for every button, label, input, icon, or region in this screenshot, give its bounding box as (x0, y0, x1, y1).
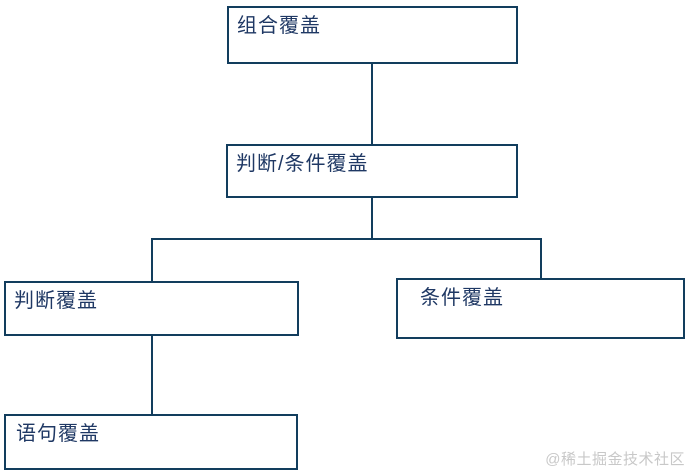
connector-branch-to-decision (151, 238, 153, 281)
watermark-text: @稀土掘金技术社区 (545, 451, 685, 468)
node-condition-coverage-label: 条件覆盖 (420, 287, 504, 309)
node-statement-coverage-label: 语句覆盖 (16, 423, 100, 445)
connector-decision-to-statement (151, 336, 153, 414)
node-condition-coverage: 条件覆盖 (396, 278, 685, 339)
node-decision-coverage: 判断覆盖 (4, 281, 299, 336)
connector-branch-horizontal (151, 238, 542, 240)
node-combination-coverage: 组合覆盖 (227, 6, 518, 64)
node-statement-coverage: 语句覆盖 (4, 414, 298, 470)
node-decision-condition-coverage: 判断/条件覆盖 (226, 144, 518, 198)
node-decision-coverage-label: 判断覆盖 (14, 290, 98, 312)
connector-branch-to-condition (540, 238, 542, 278)
connector-combination-to-decision-condition (371, 64, 373, 144)
node-combination-coverage-label: 组合覆盖 (237, 15, 321, 37)
connector-decision-condition-stem (371, 198, 373, 239)
node-decision-condition-coverage-label: 判断/条件覆盖 (236, 153, 369, 175)
